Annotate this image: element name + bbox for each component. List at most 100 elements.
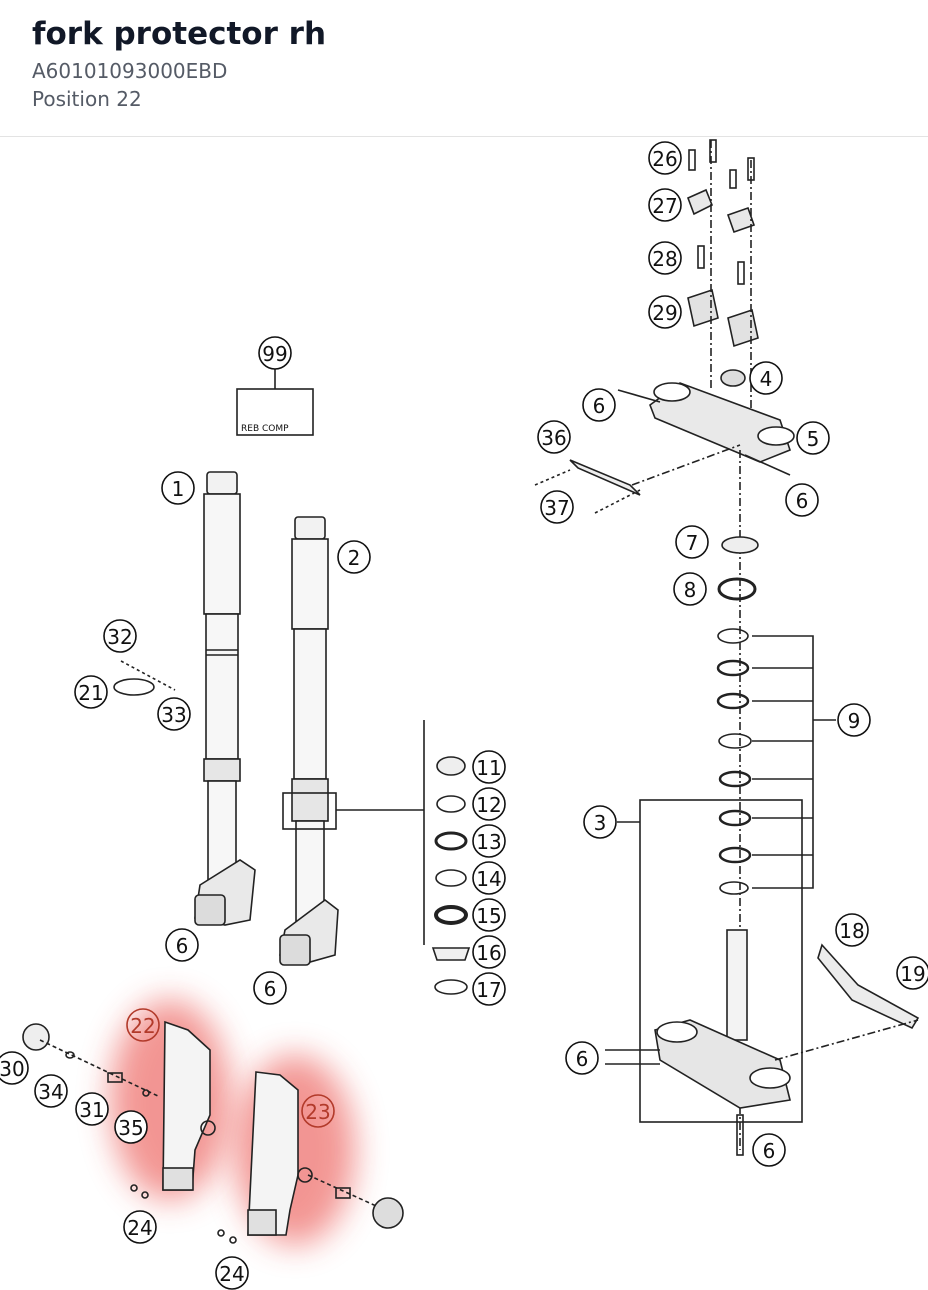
callout-24[interactable]: 24 xyxy=(123,1210,157,1244)
callout-16[interactable]: 16 xyxy=(472,935,506,969)
callout-circle xyxy=(896,956,928,990)
callout-circle xyxy=(157,697,191,731)
callout-circle xyxy=(472,972,506,1006)
callout-circle xyxy=(835,913,869,947)
callout-1[interactable]: 1 xyxy=(161,471,195,505)
callout-circle xyxy=(472,824,506,858)
callout-number: 6 xyxy=(176,934,189,958)
callout-4[interactable]: 4 xyxy=(749,361,783,395)
callout-circle xyxy=(648,188,682,222)
part-position: Position 22 xyxy=(32,87,142,111)
callout-circle xyxy=(165,928,199,962)
callout-circle xyxy=(215,1256,249,1290)
callout-number: 8 xyxy=(684,578,697,602)
callout-circle xyxy=(126,1008,160,1042)
callout-5[interactable]: 5 xyxy=(796,421,830,455)
callout-6[interactable]: 6 xyxy=(565,1041,599,1075)
callout-circle xyxy=(301,1094,335,1128)
callout-circle xyxy=(675,525,709,559)
callout-28[interactable]: 28 xyxy=(648,241,682,275)
callout-8[interactable]: 8 xyxy=(673,572,707,606)
callout-circle xyxy=(258,336,292,370)
callout-number: 17 xyxy=(476,978,501,1002)
callout-26[interactable]: 26 xyxy=(648,141,682,175)
callout-6[interactable]: 6 xyxy=(253,971,287,1005)
callout-6[interactable]: 6 xyxy=(582,388,616,422)
callout-number: 32 xyxy=(107,625,132,649)
callout-29[interactable]: 29 xyxy=(648,295,682,329)
callout-number: 22 xyxy=(130,1014,155,1038)
callout-circle xyxy=(253,971,287,1005)
callout-circle xyxy=(114,1110,148,1144)
callout-number: 23 xyxy=(305,1100,330,1124)
callout-31[interactable]: 31 xyxy=(75,1092,109,1126)
callout-number: 18 xyxy=(839,919,864,943)
callout-35[interactable]: 35 xyxy=(114,1110,148,1144)
callout-number: 26 xyxy=(652,147,677,171)
fork-leg-1 xyxy=(194,471,256,926)
callout-number: 29 xyxy=(652,301,677,325)
callout-24[interactable]: 24 xyxy=(215,1256,249,1290)
callout-number: 37 xyxy=(544,496,569,520)
callout-3[interactable]: 3 xyxy=(583,805,617,839)
callout-circle xyxy=(796,421,830,455)
callout-32[interactable]: 32 xyxy=(103,619,137,653)
callout-number: 6 xyxy=(264,977,277,1001)
callout-circle xyxy=(75,1092,109,1126)
callout-number: 33 xyxy=(161,703,186,727)
callout-number: 31 xyxy=(79,1098,104,1122)
callout-circle xyxy=(123,1210,157,1244)
callout-30[interactable]: 30 xyxy=(0,1051,29,1085)
callout-34[interactable]: 34 xyxy=(34,1074,68,1108)
callout-circle xyxy=(537,420,571,454)
callout-99[interactable]: 99 xyxy=(258,336,292,370)
callout-14[interactable]: 14 xyxy=(472,861,506,895)
callout-circle xyxy=(785,483,819,517)
callout-9[interactable]: 9 xyxy=(837,703,871,737)
callout-number: 5 xyxy=(807,427,820,451)
kit-label: REB COMP xyxy=(241,424,289,434)
callout-18[interactable]: 18 xyxy=(835,913,869,947)
callout-23[interactable]: 23 xyxy=(301,1094,335,1128)
fork-leg-2 xyxy=(279,516,424,966)
part-header: fork protector rh A60101093000EBD Positi… xyxy=(0,0,928,137)
callout-33[interactable]: 33 xyxy=(157,697,191,731)
callout-7[interactable]: 7 xyxy=(675,525,709,559)
callout-number: 36 xyxy=(541,426,566,450)
callout-37[interactable]: 37 xyxy=(540,490,574,524)
callout-number: 11 xyxy=(476,756,501,780)
callout-circle xyxy=(161,471,195,505)
callout-number: 30 xyxy=(0,1057,25,1081)
callout-number: 7 xyxy=(686,531,699,555)
callout-number: 21 xyxy=(78,681,103,705)
callout-6[interactable]: 6 xyxy=(165,928,199,962)
callout-11[interactable]: 11 xyxy=(472,750,506,784)
callout-circle xyxy=(472,787,506,821)
callout-2[interactable]: 2 xyxy=(337,540,371,574)
callout-13[interactable]: 13 xyxy=(472,824,506,858)
part-number: A60101093000EBD xyxy=(32,59,228,83)
callout-number: 6 xyxy=(763,1139,776,1163)
callout-number: 13 xyxy=(476,830,501,854)
callout-19[interactable]: 19 xyxy=(896,956,928,990)
callout-27[interactable]: 27 xyxy=(648,188,682,222)
fork-protector-lh xyxy=(162,1020,216,1191)
callout-15[interactable]: 15 xyxy=(472,898,506,932)
callout-circle xyxy=(0,1051,29,1085)
callout-22[interactable]: 22 xyxy=(126,1008,160,1042)
callout-circle xyxy=(837,703,871,737)
callout-number: 28 xyxy=(652,247,677,271)
callout-36[interactable]: 36 xyxy=(537,420,571,454)
callout-number: 15 xyxy=(476,904,501,928)
callout-6[interactable]: 6 xyxy=(752,1133,786,1167)
callout-circle xyxy=(103,619,137,653)
callout-21[interactable]: 21 xyxy=(74,675,108,709)
callout-17[interactable]: 17 xyxy=(472,972,506,1006)
callout-number: 16 xyxy=(476,941,501,965)
callout-circle xyxy=(749,361,783,395)
callout-12[interactable]: 12 xyxy=(472,787,506,821)
callout-number: 1 xyxy=(172,477,185,501)
callout-circle xyxy=(74,675,108,709)
callout-6[interactable]: 6 xyxy=(785,483,819,517)
